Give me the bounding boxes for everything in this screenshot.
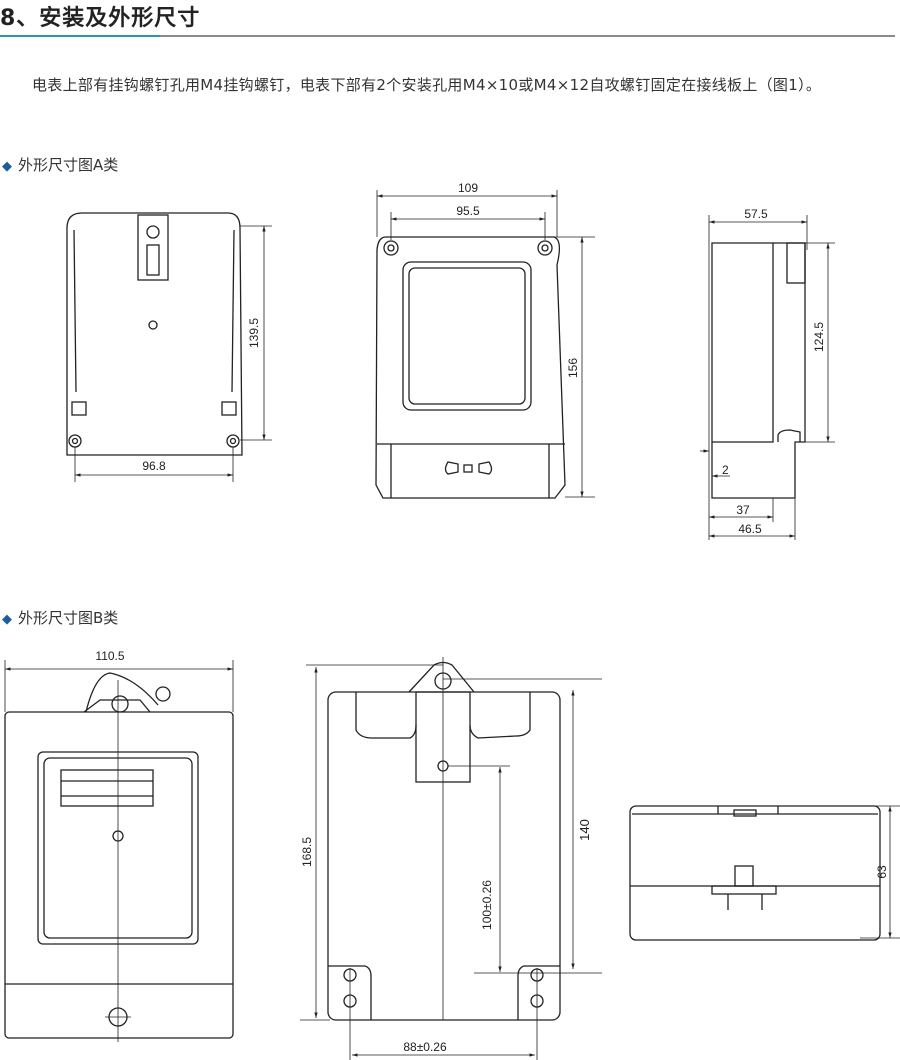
drawing-a-rear-view: 139.5 96.8: [66, 212, 272, 482]
section-b-heading: ◆ 外形尺寸图B类: [2, 607, 118, 628]
dim-a-side-height: 124.5: [812, 322, 826, 352]
title-underline: [160, 35, 895, 37]
diamond-bullet-icon: ◆: [2, 612, 12, 627]
drawing-b-rear-view: 168.5 140 100±0.26 88±0.26: [300, 657, 602, 1060]
dim-b-hole-horizontal: 88±0.26: [403, 1040, 447, 1054]
dim-a-rear-width: 96.8: [142, 459, 166, 473]
drawing-b-front-view: 110.5: [4, 649, 234, 1042]
dim-a-hole-spacing: 95.5: [456, 204, 480, 218]
dim-a-front-width: 109: [458, 181, 478, 195]
drawing-a-front-view: 109 95.5 156: [375, 181, 595, 499]
section-a-heading: ◆ 外形尺寸图A类: [2, 154, 118, 175]
dim-b-front-width: 110.5: [95, 649, 124, 663]
title-underline-accent: [0, 35, 160, 37]
section-b-label: 外形尺寸图B类: [18, 609, 119, 627]
drawing-a-side-view: 57.5 124.5 2 37 46.5: [700, 207, 835, 540]
section-a-label: 外形尺寸图A类: [18, 156, 119, 174]
dim-b-depth: 63: [875, 865, 889, 879]
dim-a-depth-inner: 37: [736, 503, 750, 517]
intro-paragraph: 电表上部有挂钩螺钉孔用M4挂钩螺钉，电表下部有2个安装孔用M4×10或M4×12…: [32, 76, 822, 94]
diamond-bullet-icon: ◆: [2, 159, 12, 174]
dim-a-front-height: 156: [566, 358, 580, 378]
dim-a-side-depth: 57.5: [744, 207, 768, 221]
dim-b-height: 140: [577, 819, 592, 841]
page-title: 8、安装及外形尺寸: [0, 6, 201, 31]
dim-a-gap: 2: [722, 463, 729, 477]
dim-b-total-height: 168.5: [300, 837, 314, 867]
dim-b-hole-vertical: 100±0.26: [480, 880, 494, 930]
dim-a-depth-total: 46.5: [738, 522, 762, 536]
drawing-b-side-view: 63: [629, 805, 900, 941]
dim-a-rear-height: 139.5: [247, 318, 261, 348]
